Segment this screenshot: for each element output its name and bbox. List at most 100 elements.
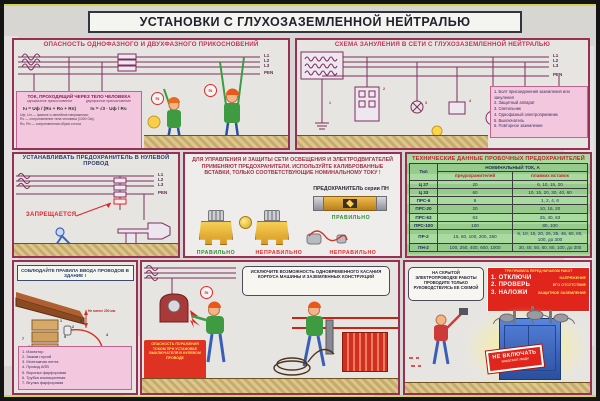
cell-fuse: 6	[437, 196, 513, 206]
fuse-body	[255, 221, 289, 245]
phase-label-l2: L2	[553, 58, 559, 63]
dimension-label: Не менее 200 мм	[88, 309, 116, 313]
wire-entry-drawing	[15, 292, 103, 346]
ground-hatch	[14, 243, 178, 256]
current-badge: Iч	[151, 92, 164, 105]
plug-fuse-correct	[199, 210, 233, 245]
formula-note: Uф, Uл — фазное и линейное напряжения;	[20, 112, 89, 117]
panel-fuse-table: ТЕХНИЧЕСКИЕ ДАННЫЕ ПРОБОЧНЫХ ПРЕДОХРАНИТ…	[405, 152, 592, 258]
panel-grounding-title: СХЕМА ЗАНУЛЕНИЯ В СЕТИ С ГЛУХОЗАЗЕМЛЕННО…	[334, 41, 551, 48]
rule-object: ЗАЩИТНОЕ ЗАЗЕМЛЕНИЕ	[537, 290, 586, 295]
simultaneous-touch-note: ИСКЛЮЧИТЕ ВОЗМОЖНОСТЬ ОДНОВРЕМЕННОГО КАС…	[242, 266, 390, 296]
panel-neutral-fuse-title: УСТАНАВЛИВАТЬ ПРЕДОХРАНИТЕЛЬ В НУЛЕВОЙ П…	[22, 155, 170, 167]
coin-icon	[239, 216, 252, 229]
cell-type: ПРС-100	[409, 220, 438, 231]
diagram-marker-1: 1	[329, 101, 331, 105]
fuse-table-title: ТЕХНИЧЕСКИЕ ДАННЫЕ ПРОБОЧНЫХ ПРЕДОХРАНИТ…	[412, 156, 585, 162]
wire-jumper-graphic	[306, 230, 348, 245]
neutral-switch-warning: ОПАСНОСТЬ ПОРАЖЕНИЯ ТОКОМ ПРИ УСТАНОВКЕ …	[144, 340, 206, 380]
cell-type: Ц 33	[409, 187, 438, 198]
cell-type: ПРС-6	[409, 196, 438, 206]
col-header-fuses: предохранителей	[437, 171, 513, 181]
legend-item: 2. Зажим глухой	[22, 354, 52, 360]
worker-single-phase-figure	[163, 88, 182, 140]
wire-entry-legend-box: 1. Изолятор 2. Зажим глухой 3. Монтажная…	[18, 346, 132, 390]
legend-item: 2. Защитный аппарат	[494, 100, 535, 106]
cell-fuse: 15, 60, 100, 200, 350	[437, 229, 513, 244]
rule-object: НАПРЯЖЕНИЕ	[559, 275, 586, 280]
rule-row: 2. ПРОВЕРЬ ЕГО ОТСУТСТВИЕ	[491, 282, 586, 288]
panel-wire-entry: СОБЛЮДАЙТЕ ПРАВИЛА ВВОДА ПРОВОДОВ В ЗДАН…	[12, 260, 138, 395]
panel-touch-danger-title: ОПАСНОСТЬ ОДНОФАЗНОГО И ДВУХФАЗНОГО ПРИК…	[43, 41, 259, 48]
fuse-rules-text: ДЛЯ УПРАВЛЕНИЯ И ЗАЩИТЫ СЕТИ ОСВЕЩЕНИЯ И…	[192, 157, 393, 177]
cell-type: ПРС-20	[409, 204, 438, 214]
rats-on-transformer	[493, 310, 575, 324]
current-badge: Iч	[200, 286, 213, 299]
single-phase-case-label: однофазное прикосновение	[26, 99, 73, 103]
formula-note: Rч — сопротивление тела человека (1000 О…	[20, 117, 95, 122]
cell-links: 30, 40, 50, 60, 80, 100, до 300	[512, 242, 588, 253]
col-header-current: НОМИНАЛЬНЫЙ ТОК, А	[437, 162, 588, 173]
cell-links: 80, 100	[512, 220, 588, 231]
verdict-wrong: НЕПРАВИЛЬНО	[329, 250, 377, 256]
phase-label-l3: L3	[264, 63, 270, 68]
col-header-type: Тип	[409, 163, 438, 181]
machine-scene-drawing	[144, 265, 398, 376]
cell-links: 1, 2, 4, 6	[512, 196, 588, 206]
rule-action: 2. ПРОВЕРЬ	[491, 282, 531, 289]
panel-grounding-scheme: СХЕМА ЗАНУЛЕНИЯ В СЕТИ С ГЛУХОЗАЗЕМЛЕННО…	[295, 38, 590, 150]
legend-item: 6. Повторное заземление	[494, 123, 543, 129]
cell-fuse: 100	[437, 220, 513, 231]
legend-item: 6. Трубка изоляционная	[22, 374, 66, 380]
rule-action: 3. НАЛОЖИ	[491, 289, 528, 296]
verdict-wrong: НЕПРАВИЛЬНО	[255, 250, 303, 256]
two-phase-case-label: двухфазное прикосновение	[85, 99, 132, 103]
cell-links: 6, 10, 15, 20, 25, 35, 45, 60, 80, 100, …	[512, 229, 588, 244]
drawing-marker-4: 4	[106, 333, 108, 337]
legend-item: 1. Болт присоединения заземления или зан…	[494, 89, 570, 100]
verdict-correct: ПРАВИЛЬНО	[196, 250, 236, 256]
wire-entry-title-box: СОБЛЮДАЙТЕ ПРАВИЛА ВВОДА ПРОВОДОВ В ЗДАН…	[16, 265, 134, 282]
rule-object: ЕГО ОТСУТСТВИЕ	[552, 283, 586, 288]
pen-label: PEN	[264, 70, 274, 75]
formula-note: Rо, Rп — сопротивления обуви и пола	[20, 121, 81, 126]
cell-fuse: 63	[437, 212, 513, 222]
poster-title-box: УСТАНОВКИ С ГЛУХОЗАЗЕМЛЕННОЙ НЕЙТРАЛЬЮ	[88, 11, 522, 33]
phase-label-l1: L1	[264, 53, 270, 58]
legend-item: 1. Изолятор	[22, 349, 44, 354]
formula-box-title: ТОК, ПРОХОДЯЩИЙ ЧЕРЕЗ ТЕЛО ЧЕЛОВЕКА	[27, 94, 131, 99]
phase-label-l1: L1	[553, 53, 559, 58]
drawing-marker-5: 5	[64, 335, 66, 339]
panel-fuse-rules: ДЛЯ УПРАВЛЕНИЯ И ЗАЩИТЫ СЕТИ ОСВЕЩЕНИЯ И…	[183, 152, 402, 258]
fuse-body	[324, 196, 376, 211]
diagram-marker-4: 4	[469, 99, 471, 103]
drawing-marker-7: 7	[22, 337, 24, 341]
phase-label-l3: L3	[553, 63, 559, 68]
cell-fuse: 20	[437, 179, 513, 189]
two-phase-formula: Iч = √3 · Uф / Rч	[90, 105, 127, 111]
drawing-marker-1: 1	[60, 319, 62, 323]
poster-title: УСТАНОВКИ С ГЛУХОЗАЗЕМЛЕННОЙ НЕЙТРАЛЬЮ	[139, 15, 471, 29]
scheme-legend-box: 1. Болт присоединения заземления или зан…	[490, 86, 588, 138]
current-badge: Iч	[204, 84, 217, 97]
fuse-cap	[313, 196, 324, 211]
legend-item: 4. Однофазный электроприемник	[494, 111, 558, 117]
cable-coil	[273, 348, 335, 376]
hammer-man-drawing	[409, 308, 468, 367]
cell-type: ПР-2	[409, 229, 438, 244]
phase-label-l1: L1	[158, 172, 164, 177]
radiator	[342, 332, 388, 372]
fuse-body	[199, 221, 233, 245]
legend-item: 3. Светильник	[494, 106, 521, 112]
legend-item: 5. Воронка фарфоровая	[22, 369, 67, 375]
fuse-cap	[376, 196, 387, 211]
drawing-marker-2: 2	[72, 325, 74, 329]
forbidden-label: ЗАПРЕЩАЕТСЯ	[26, 212, 77, 218]
